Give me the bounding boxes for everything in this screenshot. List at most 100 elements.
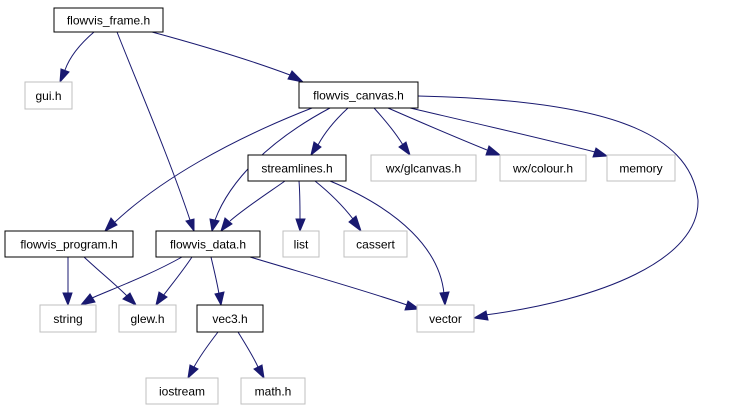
edge-line [298, 180, 301, 220]
node-streamlines[interactable]: streamlines.h [247, 154, 347, 182]
edge-flowvis-canvas-to-streamlines [310, 107, 349, 157]
node-box [155, 230, 261, 258]
arrowhead-icon [185, 218, 195, 233]
node-box [118, 304, 177, 333]
node-vec3[interactable]: vec3.h [196, 304, 264, 333]
node-box [499, 154, 587, 182]
edge-line [329, 180, 445, 295]
node-label: iostream [159, 385, 205, 399]
edge-line [373, 107, 404, 146]
node-label: cassert [356, 238, 395, 252]
arrowhead-icon [348, 215, 362, 233]
edge-line [387, 107, 488, 151]
arrowhead-icon [404, 300, 421, 311]
node-box [145, 377, 219, 405]
node-iostream[interactable]: iostream [145, 377, 219, 405]
node-box [4, 230, 134, 258]
edge-flowvis-frame-to-flowvis-canvas [151, 31, 305, 83]
node-label: string [53, 312, 82, 326]
arrowhead-icon [103, 217, 118, 233]
edge-flowvis-data-to-vector [249, 256, 421, 311]
node-string[interactable]: string [39, 304, 97, 333]
node-label: list [294, 238, 309, 252]
node-box [247, 154, 347, 182]
edge-line [229, 180, 286, 222]
node-flowvis-program[interactable]: flowvis_program.h [4, 230, 134, 258]
edge-line [162, 256, 193, 297]
node-box [282, 230, 320, 258]
node-label: flowvis_data.h [170, 238, 246, 252]
arrowhead-icon [187, 364, 199, 380]
node-vector[interactable]: vector [416, 304, 475, 333]
edge-line [210, 256, 220, 295]
edge-vec3-to-iostream [187, 331, 219, 380]
arrowhead-icon [439, 291, 450, 307]
edge-vec3-to-math [237, 331, 265, 380]
node-glew[interactable]: glew.h [118, 304, 177, 333]
arrowhead-icon [485, 145, 502, 156]
node-label: vec3.h [212, 312, 247, 326]
node-wx-glcanvas[interactable]: wx/glcanvas.h [370, 154, 477, 182]
node-flowvis-canvas[interactable]: flowvis_canvas.h [298, 81, 419, 109]
node-label: flowvis_frame.h [67, 14, 150, 28]
arrowhead-icon [59, 68, 70, 84]
node-box [24, 81, 73, 110]
node-box [196, 304, 264, 333]
node-label: memory [619, 162, 662, 176]
node-label: wx/glcanvas.h [385, 162, 461, 176]
node-box [370, 154, 477, 182]
arrowhead-icon [398, 141, 411, 157]
edge-line [64, 31, 95, 71]
edge-flowvis-canvas-to-memory [409, 107, 609, 158]
arrowhead-icon [287, 70, 305, 83]
node-label: glew.h [130, 312, 164, 326]
node-label: vector [429, 312, 462, 326]
arrowhead-icon [79, 293, 96, 306]
node-wx-colour[interactable]: wx/colour.h [499, 154, 587, 182]
arrowhead-icon [122, 292, 138, 307]
node-memory[interactable]: memory [606, 154, 676, 182]
arrowhead-icon [214, 291, 225, 307]
arrowhead-icon [253, 364, 265, 380]
node-gui[interactable]: gui.h [24, 81, 73, 110]
node-math[interactable]: math.h [240, 377, 306, 405]
edge-flowvis-canvas-to-vector [417, 95, 699, 321]
nodes-layer: flowvis_frame.h gui.h flowvis_canvas.h s… [4, 7, 676, 405]
node-box [343, 230, 408, 258]
arrowhead-icon [209, 218, 220, 233]
edge-flowvis-program-to-glew [83, 256, 138, 307]
edge-line [116, 31, 191, 221]
edge-flowvis-canvas-to-wx-colour [387, 107, 502, 156]
edge-flowvis-frame-to-flowvis-data [116, 31, 195, 233]
edge-streamlines-to-list [295, 180, 306, 233]
edge-streamlines-to-flowvis-data [220, 180, 286, 233]
node-box [53, 7, 164, 33]
arrowhead-icon [155, 291, 168, 307]
arrowhead-icon [62, 292, 73, 307]
node-box [606, 154, 676, 182]
edge-streamlines-to-cassert [314, 180, 362, 233]
node-cassert[interactable]: cassert [343, 230, 408, 258]
node-list[interactable]: list [282, 230, 320, 258]
node-flowvis-data[interactable]: flowvis_data.h [155, 230, 261, 258]
edge-line [114, 107, 313, 223]
edge-flowvis-canvas-to-wx-glcanvas [373, 107, 411, 157]
arrowhead-icon [472, 310, 489, 321]
arrowhead-icon [295, 218, 306, 233]
edge-line [314, 180, 354, 220]
node-label: wx/colour.h [512, 162, 573, 176]
node-label: math.h [255, 385, 292, 399]
node-label: flowvis_program.h [20, 238, 117, 252]
node-flowvis-frame[interactable]: flowvis_frame.h [53, 7, 164, 33]
node-box [240, 377, 306, 405]
arrowhead-icon [592, 147, 609, 158]
arrowhead-icon [220, 217, 233, 233]
arrowhead-icon [310, 141, 322, 157]
edge-flowvis-data-to-string [79, 256, 183, 306]
edge-line [317, 107, 349, 146]
edge-flowvis-frame-to-gui [59, 31, 95, 84]
edge-line [237, 331, 259, 368]
node-label: gui.h [35, 89, 61, 103]
node-box [39, 304, 97, 333]
